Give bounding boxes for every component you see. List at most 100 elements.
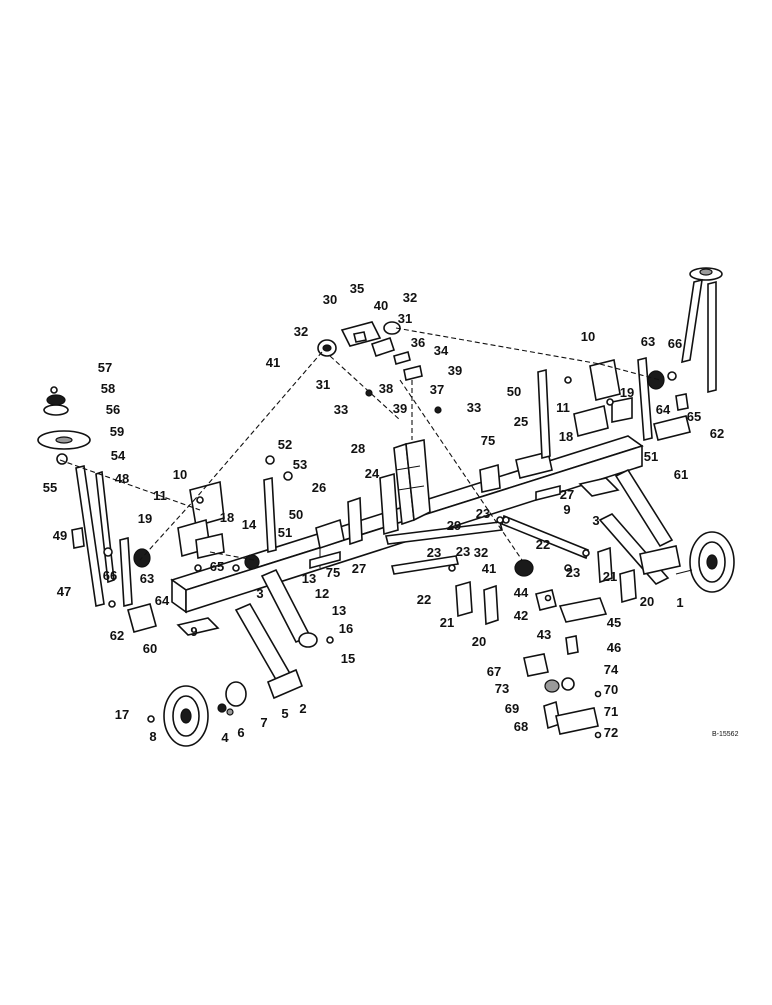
callout-5: 5 — [281, 706, 288, 721]
callout-66: 66 — [103, 568, 117, 583]
callout-31: 31 — [316, 377, 330, 392]
callout-54: 54 — [111, 448, 126, 463]
callout-16: 16 — [339, 621, 353, 636]
callout-10: 10 — [173, 467, 187, 482]
callout-41: 41 — [266, 355, 280, 370]
mounting-plates — [176, 477, 620, 636]
callout-22: 22 — [536, 537, 550, 552]
callout-2: 2 — [299, 701, 306, 716]
callout-19: 19 — [620, 385, 634, 400]
callout-39: 39 — [393, 401, 407, 416]
callout-27: 27 — [560, 487, 574, 502]
callout-20: 20 — [472, 634, 486, 649]
callout-62: 62 — [110, 628, 124, 643]
callout-8: 8 — [149, 729, 156, 744]
top-hitch-assembly — [317, 321, 423, 381]
callout-13: 13 — [332, 603, 346, 618]
callout-56: 56 — [106, 402, 120, 417]
callout-60: 60 — [143, 641, 157, 656]
callout-69: 69 — [505, 701, 519, 716]
callout-65: 65 — [687, 409, 701, 424]
callout-15: 15 — [341, 651, 355, 666]
callout-32: 32 — [294, 324, 308, 339]
callout-19: 19 — [138, 511, 152, 526]
callout-3: 3 — [256, 586, 263, 601]
callout-6: 6 — [237, 725, 244, 740]
callout-29: 29 — [447, 518, 461, 533]
callout-66: 66 — [668, 336, 682, 351]
callout-49: 49 — [53, 528, 67, 543]
callout-47: 47 — [57, 584, 71, 599]
callout-51: 51 — [278, 525, 292, 540]
right-gauge-wheel — [675, 531, 735, 593]
right-row-unit-bracket — [573, 359, 633, 437]
callout-63: 63 — [641, 334, 655, 349]
callout-35: 35 — [350, 281, 364, 296]
callout-50: 50 — [289, 507, 303, 522]
callout-31: 31 — [398, 311, 412, 326]
callout-11: 11 — [153, 488, 167, 503]
callout-65: 65 — [210, 559, 224, 574]
callout-75: 75 — [481, 433, 495, 448]
callout-14: 14 — [242, 517, 257, 532]
callout-26: 26 — [312, 480, 326, 495]
callout-33: 33 — [467, 400, 481, 415]
callout-1: 1 — [676, 595, 683, 610]
callout-73: 73 — [495, 681, 509, 696]
callout-30: 30 — [323, 292, 337, 307]
callout-43: 43 — [537, 627, 551, 642]
center-hitch-mast — [379, 439, 431, 536]
callout-55: 55 — [43, 480, 57, 495]
callout-18: 18 — [220, 510, 234, 525]
callout-32: 32 — [474, 545, 488, 560]
callout-21: 21 — [603, 569, 617, 584]
callout-63: 63 — [140, 571, 154, 586]
callout-68: 68 — [514, 719, 528, 734]
link-bars — [385, 514, 590, 575]
callout-51: 51 — [644, 449, 658, 464]
callout-9: 9 — [190, 624, 197, 639]
callout-36: 36 — [411, 335, 425, 350]
callout-75: 75 — [326, 565, 340, 580]
callout-22: 22 — [417, 592, 431, 607]
callout-59: 59 — [110, 424, 124, 439]
callout-40: 40 — [374, 298, 388, 313]
callout-74: 74 — [604, 662, 619, 677]
callout-50: 50 — [507, 384, 521, 399]
callout-45: 45 — [607, 615, 621, 630]
right-wheel-arm — [455, 468, 681, 626]
callout-11: 11 — [556, 400, 570, 415]
left-row-unit-bracket — [177, 480, 225, 559]
callout-13: 13 — [302, 571, 316, 586]
callout-4: 4 — [221, 730, 229, 745]
callout-24: 24 — [365, 466, 380, 481]
left-wheel-arm — [234, 554, 318, 700]
callout-23: 23 — [476, 506, 490, 521]
chain-and-leader-lines — [59, 327, 661, 567]
left-gauge-wheel — [147, 681, 247, 747]
callout-64: 64 — [155, 593, 170, 608]
callout-20: 20 — [640, 594, 654, 609]
callout-23: 23 — [456, 544, 470, 559]
callout-23: 23 — [566, 565, 580, 580]
callout-labels: 1233456789910101111121313141516171818191… — [43, 281, 724, 745]
right-lower-bracket-assembly — [514, 559, 608, 739]
callout-38: 38 — [379, 381, 393, 396]
callout-32: 32 — [403, 290, 417, 305]
callout-12: 12 — [315, 586, 329, 601]
callout-53: 53 — [293, 457, 307, 472]
callout-25: 25 — [514, 414, 528, 429]
callout-48: 48 — [115, 471, 129, 486]
callout-34: 34 — [434, 343, 449, 358]
callout-52: 52 — [278, 437, 292, 452]
callout-33: 33 — [334, 402, 348, 417]
callout-70: 70 — [604, 682, 618, 697]
vertical-arms — [263, 368, 551, 554]
callout-58: 58 — [101, 381, 115, 396]
callout-23: 23 — [427, 545, 441, 560]
callout-21: 21 — [440, 615, 454, 630]
fasteners — [232, 376, 614, 644]
callout-7: 7 — [260, 715, 267, 730]
